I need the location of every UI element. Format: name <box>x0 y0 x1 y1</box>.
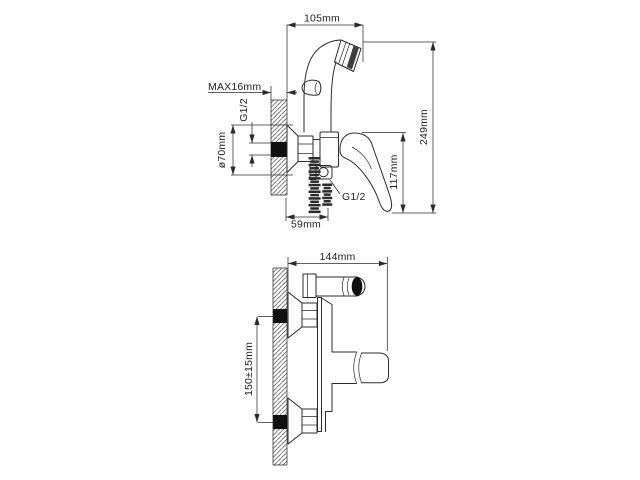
supply-pipe-upper <box>273 309 287 323</box>
dimension-depth: 59mm <box>285 198 329 231</box>
mixer-assembly-top <box>286 124 393 214</box>
sprayer-inner-edge <box>330 61 337 133</box>
cylinder-end-cap <box>351 277 363 296</box>
valve-neck <box>331 351 357 384</box>
nozzle-shading <box>346 45 359 70</box>
dim-label-hose-thread: G1/2 <box>342 191 366 203</box>
dim-label-flange-diameter: ø70mm <box>216 132 228 169</box>
mixer-assembly-side <box>287 273 389 445</box>
lever-handle <box>339 132 393 212</box>
lever-handle-accent <box>351 146 372 170</box>
bottom-view: 144mm 150±15mm <box>243 251 389 466</box>
sprayer-outer-edge <box>303 39 342 133</box>
dimension-wall-thickness: MAX16mm <box>208 81 297 96</box>
spray-control-knob <box>301 79 322 96</box>
dim-label-inlet-spacing: 150±15mm <box>243 342 255 396</box>
escutcheon-flange <box>286 124 299 173</box>
escutcheon-upper <box>287 291 303 339</box>
escutcheon-lower <box>287 397 303 445</box>
nozzle-ring-lines <box>338 42 350 66</box>
holder-bracket <box>302 273 317 298</box>
dim-label-overall-height: 249mm <box>418 109 430 145</box>
top-view: 105mm MAX16mm G1/2 ø70mm 249mm <box>208 13 436 231</box>
dim-label-handle-height: 117mm <box>388 154 400 189</box>
dim-label-wall-thickness: MAX16mm <box>208 81 261 93</box>
dimension-width-top: 105mm <box>287 13 364 62</box>
dimension-flange-diameter: ø70mm <box>216 124 293 176</box>
wall-section-top <box>270 25 288 196</box>
cylinder-rim-lines <box>341 277 350 296</box>
hex-nut-upper <box>301 302 318 328</box>
dimension-handle-height: 117mm <box>362 132 406 213</box>
shower-hose <box>308 157 333 214</box>
sprayer-holder-cylinder <box>315 276 366 297</box>
dim-label-inlet-thread: G1/2 <box>238 98 250 122</box>
knob-rim-lines <box>353 352 362 384</box>
dimension-inlet-spacing: 150±15mm <box>243 316 274 423</box>
wall-section-bottom <box>272 267 288 466</box>
handle-knob <box>361 352 389 384</box>
mixer-body-side <box>317 297 333 432</box>
dim-label-depth: 59mm <box>291 219 321 231</box>
hand-sprayer <box>301 39 362 133</box>
supply-pipe-lower <box>273 415 287 429</box>
supply-pipe-section <box>271 142 287 157</box>
hex-nut-lower <box>301 408 318 434</box>
dimension-hose-thread: G1/2 <box>329 179 366 203</box>
dim-label-width-top: 105mm <box>304 13 340 25</box>
wall-hatch <box>273 268 287 465</box>
connector-collar <box>312 139 321 159</box>
dimension-overall-height: 249mm <box>363 41 436 214</box>
dim-label-width-bottom: 144mm <box>319 251 355 263</box>
mixer-body <box>319 131 339 168</box>
dimension-inlet-thread: G1/2 <box>238 98 272 167</box>
sprayer-nozzle-cap <box>334 39 362 72</box>
dimension-width-bottom: 144mm <box>287 251 388 351</box>
